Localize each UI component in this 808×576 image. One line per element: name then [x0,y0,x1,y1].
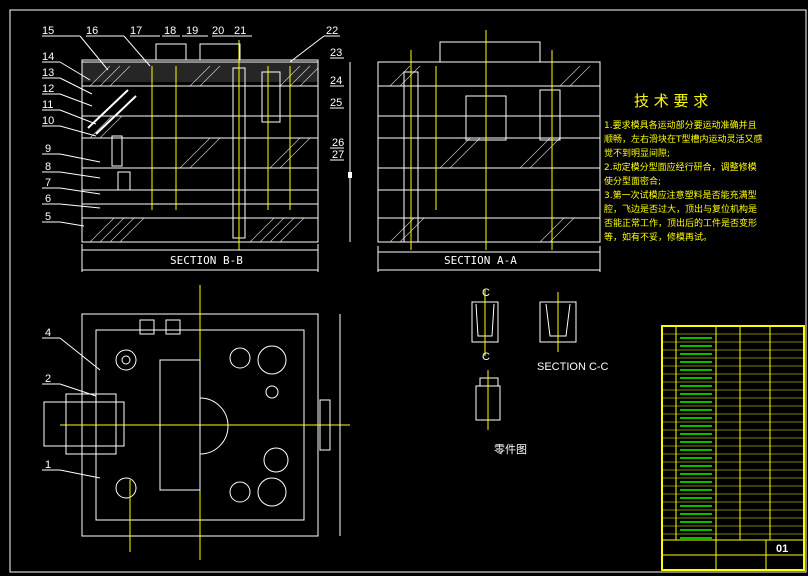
callout-5: 5 [45,211,51,223]
callout-18: 18 [164,25,176,37]
callout-4: 4 [45,327,51,339]
callout-15: 15 [42,25,54,37]
tech-req-line-2: 顺畅，左右滑块在T型槽内运动灵活又感 [604,133,763,145]
callout-2: 2 [45,373,51,385]
callout-1: 1 [45,459,51,471]
callout-20: 20 [212,25,224,37]
tech-requirements-title: 技 术 要 求 [634,92,708,110]
plan-view [43,285,350,560]
tech-req-line-9: 等，如有不妥，修模再试。 [604,231,712,243]
tech-req-line-5: 使分型面密合; [604,175,661,187]
tech-requirements: 技 术 要 求 1.要求模具各运动部分要运动准确并且 顺畅，左右滑块在T型槽内运… [604,92,763,243]
callout-27: 27 [332,149,344,161]
callout-22: 22 [326,25,338,37]
callout-6: 6 [45,193,51,205]
part-drawing-views [471,290,577,430]
callout-7: 7 [45,177,51,189]
tech-req-line-6: 3.第一次试模应注意塑料是否能充满型 [604,189,757,201]
section-aa-label: SECTION A-A [444,254,517,267]
tech-req-line-7: 腔，飞边是否过大，顶出与复位机构是 [604,203,757,215]
tech-req-line-3: 觉不到明显间隙; [604,147,670,159]
section-aa-view [377,30,601,272]
part-drawing-label: 零件图 [494,443,527,456]
section-bb-view [81,40,352,272]
callout-16: 16 [86,25,98,37]
callout-19: 19 [186,25,198,37]
callout-14: 14 [42,51,54,63]
callout-leaders [42,35,344,479]
sheet-number: 01 [776,543,788,555]
callout-numbers: 15 16 17 18 19 20 21 22 23 24 25 26 27 1… [42,25,344,471]
title-block [661,325,805,571]
section-cc-label: SECTION C-C [537,361,609,373]
section-c-marker-bottom: C [482,351,490,363]
callout-10: 10 [42,115,54,127]
callout-24: 24 [330,75,342,87]
callout-25: 25 [330,97,342,109]
tech-req-line-4: 2.动定模分型面应经行研合，调整修模 [604,161,757,173]
callout-13: 13 [42,67,54,79]
drawing-border [9,9,807,573]
callout-21: 21 [234,25,246,37]
callout-23: 23 [330,47,342,59]
tech-req-line-1: 1.要求模具各运动部分要运动准确并且 [604,119,757,131]
callout-26: 26 [332,137,344,149]
callout-9: 9 [45,143,51,155]
section-bb-label: SECTION B-B [170,254,243,267]
section-c-marker-top: C [482,287,490,299]
tech-req-line-8: 否能正常工作，顶出后的工件是否变形 [604,217,757,229]
callout-8: 8 [45,161,51,173]
callout-17: 17 [130,25,142,37]
callout-12: 12 [42,83,54,95]
callout-11: 11 [42,99,53,111]
